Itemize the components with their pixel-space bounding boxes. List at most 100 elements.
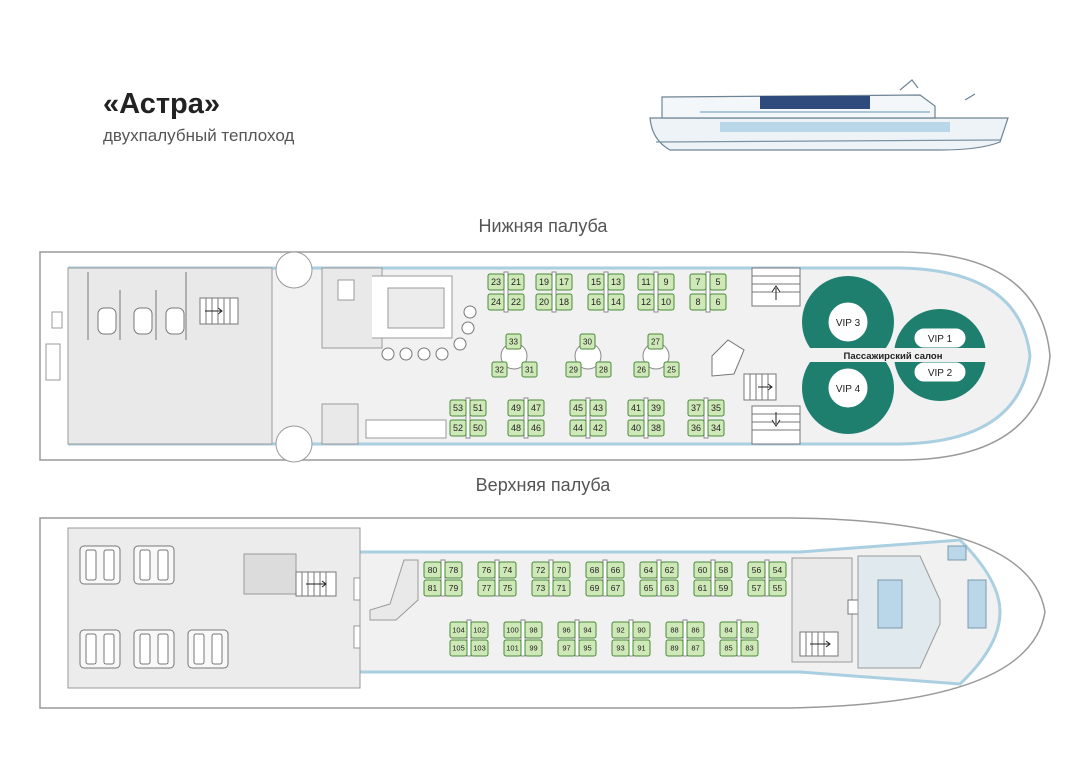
seat[interactable] <box>552 561 571 579</box>
seat[interactable] <box>660 579 679 597</box>
seat[interactable] <box>423 579 442 597</box>
seat[interactable] <box>686 639 705 657</box>
seat[interactable] <box>524 639 543 657</box>
seat[interactable] <box>423 561 442 579</box>
seat[interactable] <box>552 579 571 597</box>
seat[interactable] <box>633 361 650 378</box>
seat[interactable] <box>527 419 545 437</box>
seat[interactable] <box>637 293 655 311</box>
seat[interactable] <box>578 639 597 657</box>
seat[interactable] <box>707 399 725 417</box>
seat[interactable] <box>657 293 675 311</box>
seat[interactable] <box>557 639 576 657</box>
seat[interactable] <box>449 399 467 417</box>
seat[interactable] <box>587 293 605 311</box>
seat[interactable] <box>555 293 573 311</box>
seat[interactable] <box>477 561 496 579</box>
seat[interactable] <box>747 561 766 579</box>
seat[interactable] <box>606 561 625 579</box>
seat[interactable] <box>606 579 625 597</box>
seat[interactable] <box>647 333 664 350</box>
seat[interactable] <box>611 639 630 657</box>
seat[interactable] <box>687 419 705 437</box>
seat[interactable] <box>507 419 525 437</box>
seat[interactable] <box>587 273 605 291</box>
seat[interactable] <box>487 273 505 291</box>
seat[interactable] <box>639 561 658 579</box>
seat[interactable] <box>687 399 705 417</box>
seat[interactable] <box>503 621 522 639</box>
seat[interactable] <box>607 273 625 291</box>
seat[interactable] <box>647 399 665 417</box>
seat[interactable] <box>639 579 658 597</box>
seat[interactable] <box>747 579 766 597</box>
seat[interactable] <box>714 579 733 597</box>
seat[interactable] <box>527 399 545 417</box>
seat[interactable] <box>647 419 665 437</box>
seat[interactable] <box>740 639 759 657</box>
seat[interactable] <box>719 639 738 657</box>
seat[interactable] <box>470 639 489 657</box>
seat[interactable] <box>627 399 645 417</box>
seat[interactable] <box>768 579 787 597</box>
seat[interactable] <box>585 579 604 597</box>
seat[interactable] <box>505 333 522 350</box>
seat[interactable] <box>611 621 630 639</box>
seat[interactable] <box>498 579 517 597</box>
seat[interactable] <box>477 579 496 597</box>
seat[interactable] <box>469 419 487 437</box>
seat[interactable] <box>469 399 487 417</box>
seat[interactable] <box>507 293 525 311</box>
seat[interactable] <box>535 293 553 311</box>
seat[interactable] <box>663 361 680 378</box>
seat[interactable] <box>503 639 522 657</box>
seat[interactable] <box>665 639 684 657</box>
seat[interactable] <box>740 621 759 639</box>
seat[interactable] <box>507 399 525 417</box>
seat[interactable] <box>714 561 733 579</box>
seat[interactable] <box>531 579 550 597</box>
seat[interactable] <box>632 621 651 639</box>
seat[interactable] <box>498 561 517 579</box>
seat[interactable] <box>585 561 604 579</box>
seat[interactable] <box>491 361 508 378</box>
seat[interactable] <box>707 419 725 437</box>
seat[interactable] <box>657 273 675 291</box>
seat[interactable] <box>719 621 738 639</box>
seat[interactable] <box>487 293 505 311</box>
seat[interactable] <box>557 621 576 639</box>
seat[interactable] <box>507 273 525 291</box>
seat[interactable] <box>555 273 573 291</box>
seat[interactable] <box>709 293 727 311</box>
seat[interactable] <box>565 361 582 378</box>
seat[interactable] <box>589 399 607 417</box>
seat[interactable] <box>595 361 612 378</box>
seat[interactable] <box>689 293 707 311</box>
seat[interactable] <box>578 621 597 639</box>
seat[interactable] <box>693 579 712 597</box>
seat[interactable] <box>689 273 707 291</box>
seat[interactable] <box>449 639 468 657</box>
seat[interactable] <box>768 561 787 579</box>
seat[interactable] <box>632 639 651 657</box>
seat[interactable] <box>524 621 543 639</box>
seat[interactable] <box>444 561 463 579</box>
seat[interactable] <box>569 419 587 437</box>
seat[interactable] <box>444 579 463 597</box>
seat[interactable] <box>637 273 655 291</box>
seat[interactable] <box>627 419 645 437</box>
seat[interactable] <box>607 293 625 311</box>
seat[interactable] <box>449 419 467 437</box>
seat[interactable] <box>531 561 550 579</box>
seat[interactable] <box>521 361 538 378</box>
seat[interactable] <box>665 621 684 639</box>
seat[interactable] <box>686 621 705 639</box>
seat[interactable] <box>449 621 468 639</box>
seat[interactable] <box>693 561 712 579</box>
seat[interactable] <box>709 273 727 291</box>
seat[interactable] <box>589 419 607 437</box>
seat[interactable] <box>579 333 596 350</box>
seat[interactable] <box>660 561 679 579</box>
seat[interactable] <box>470 621 489 639</box>
seat[interactable] <box>569 399 587 417</box>
